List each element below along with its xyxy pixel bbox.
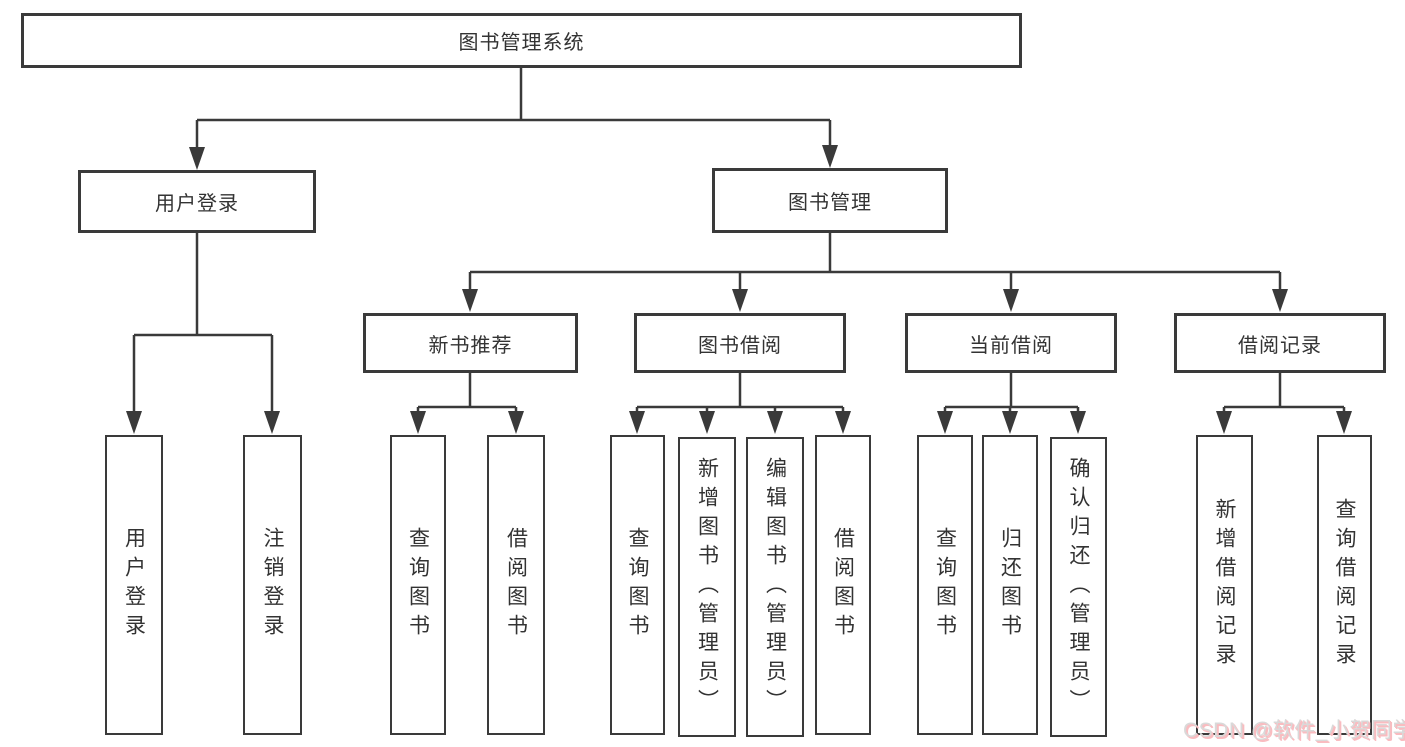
csdn-watermark: CSDN @软件_小贺同学 <box>1183 719 1405 742</box>
leaf-borrow-edit-books-admin: 编辑图书（管理员） <box>746 437 804 737</box>
leaf-recommend-borrow-books: 借阅图书 <box>487 435 545 735</box>
leaf-recommend-query-books: 查询图书 <box>390 435 446 735</box>
leaf-records-query-record: 查询借阅记录 <box>1317 435 1372 735</box>
arrowheads <box>126 145 1352 434</box>
node-book-management: 图书管理 <box>712 168 948 233</box>
leaf-user-login-label: 用户登录 <box>122 527 146 643</box>
leaf-current-return-books: 归还图书 <box>982 435 1038 735</box>
leaf-borrow-borrow-books: 借阅图书 <box>815 435 871 735</box>
leaf-logout-label: 注销登录 <box>261 527 284 643</box>
leaf-borrow-query-books-label: 查询图书 <box>626 527 649 643</box>
leaf-current-query-books: 查询图书 <box>917 435 973 735</box>
leaf-recommend-query-books-label: 查询图书 <box>406 527 430 643</box>
leaf-user-login: 用户登录 <box>105 435 163 735</box>
leaf-borrow-add-books-admin: 新增图书（管理员） <box>678 437 736 737</box>
leaf-records-add-record-label: 新增借阅记录 <box>1213 498 1236 672</box>
node-user-login: 用户登录 <box>78 170 316 233</box>
leaf-logout: 注销登录 <box>243 435 302 735</box>
node-root: 图书管理系统 <box>21 13 1022 68</box>
node-new-book-recommend: 新书推荐 <box>363 313 578 373</box>
node-borrow-records: 借阅记录 <box>1174 313 1386 373</box>
leaf-borrow-edit-books-admin-label: 编辑图书（管理员） <box>763 456 787 718</box>
leaf-records-add-record: 新增借阅记录 <box>1196 435 1253 735</box>
leaf-records-query-record-label: 查询借阅记录 <box>1333 498 1356 672</box>
leaf-borrow-borrow-books-label: 借阅图书 <box>831 527 855 643</box>
leaf-current-query-books-label: 查询图书 <box>933 527 957 643</box>
leaf-current-confirm-return-admin: 确认归还（管理员） <box>1050 437 1107 737</box>
leaf-current-return-books-label: 归还图书 <box>998 527 1022 643</box>
leaf-current-confirm-return-admin-label: 确认归还（管理员） <box>1067 456 1090 718</box>
node-book-borrow: 图书借阅 <box>634 313 846 373</box>
leaf-borrow-query-books: 查询图书 <box>610 435 665 735</box>
connector-lines <box>132 68 1346 416</box>
node-current-borrow: 当前借阅 <box>905 313 1117 373</box>
leaf-borrow-add-books-admin-label: 新增图书（管理员） <box>695 456 719 718</box>
leaf-recommend-borrow-books-label: 借阅图书 <box>504 527 528 643</box>
